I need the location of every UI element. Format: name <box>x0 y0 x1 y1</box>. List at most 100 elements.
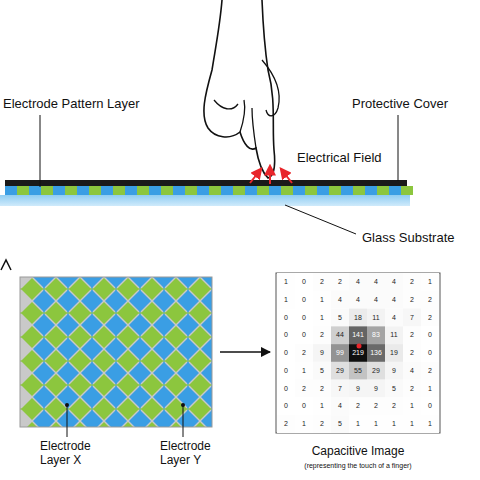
table-cell: 4 <box>403 362 421 380</box>
cell-shade <box>295 415 313 433</box>
table-cell: 5 <box>331 415 349 433</box>
cell-shade <box>367 380 385 398</box>
table-cell: 1 <box>403 397 421 415</box>
table-cell: 0 <box>277 309 295 327</box>
cell-shade <box>313 397 331 415</box>
table-cell: 1 <box>295 362 313 380</box>
cell-shade <box>313 273 331 291</box>
cell-shade <box>403 362 421 380</box>
table-cell: 4 <box>367 273 385 291</box>
field-arrow <box>269 166 271 184</box>
table-cell: 136 <box>367 344 385 362</box>
electrode-segment <box>317 186 329 195</box>
cell-shade <box>295 291 313 309</box>
electrode-segment <box>5 186 17 195</box>
cell-shade <box>403 291 421 309</box>
table-cell: 19 <box>385 344 403 362</box>
table-cell: 2 <box>313 326 331 344</box>
table-cell: 4 <box>349 291 367 309</box>
electrode-segment <box>125 186 137 195</box>
cell-shade <box>385 380 403 398</box>
table-cell: 2 <box>403 326 421 344</box>
cell-shade <box>385 362 403 380</box>
electrode-grid: Electrode Layer XElectrode Layer Y <box>20 277 215 477</box>
electrode-segment <box>113 186 125 195</box>
table-cell: 29 <box>331 362 349 380</box>
cell-shade <box>403 309 421 327</box>
cell-shade <box>331 415 349 433</box>
table-cell: 1 <box>421 273 439 291</box>
table-cell: 2 <box>403 380 421 398</box>
cell-shade <box>403 273 421 291</box>
electrode-segment <box>365 186 377 195</box>
table-cell: 1 <box>385 415 403 433</box>
table-cell: 0 <box>295 291 313 309</box>
table-cell: 1 <box>313 309 331 327</box>
cell-shade <box>349 309 367 327</box>
table-cell: 0 <box>295 309 313 327</box>
cell-shade <box>367 309 385 327</box>
cell-shade <box>421 362 439 380</box>
electrode-diamond <box>189 422 211 427</box>
cell-shade <box>349 326 367 344</box>
hand <box>204 0 275 178</box>
table-cell: 0 <box>295 326 313 344</box>
cell-shade <box>385 273 403 291</box>
electrode-segment <box>41 186 53 195</box>
table-cell: 0 <box>295 273 313 291</box>
cell-shade <box>385 291 403 309</box>
table-cell: 1 <box>367 415 385 433</box>
cell-shade <box>385 415 403 433</box>
table-cell: 2 <box>295 380 313 398</box>
leader-line <box>40 115 41 187</box>
table-cell: 2 <box>385 397 403 415</box>
cell-shade <box>367 415 385 433</box>
electrode-segment <box>209 186 221 195</box>
cell-shade <box>313 380 331 398</box>
cell-shade <box>367 397 385 415</box>
table-cell: 2 <box>421 291 439 309</box>
cell-shade <box>349 397 367 415</box>
electrode-segment <box>389 186 401 195</box>
table-cell: 2 <box>313 273 331 291</box>
cell-shade <box>385 397 403 415</box>
leader-line <box>183 405 184 437</box>
table-cell: 2 <box>295 344 313 362</box>
electrode-segment <box>245 186 257 195</box>
cell-shade <box>331 344 349 362</box>
cell-shade <box>277 291 295 309</box>
electrode-diamond <box>165 422 187 427</box>
leader-dot <box>65 403 69 407</box>
electrode-segment <box>77 186 89 195</box>
cell-shade <box>421 380 439 398</box>
table-cell: 9 <box>313 344 331 362</box>
table-cell: 1 <box>421 415 439 433</box>
table-cell: 2 <box>313 380 331 398</box>
electrode-segment <box>101 186 113 195</box>
electrode-segment <box>305 186 317 195</box>
table-cell: 219 <box>349 344 367 362</box>
cell-shade <box>277 362 295 380</box>
cell-shade <box>331 380 349 398</box>
electrode-segment <box>257 186 269 195</box>
table-cell: 5 <box>313 362 331 380</box>
table-cell: 11 <box>367 309 385 327</box>
cell-shade <box>277 344 295 362</box>
electrode-segment <box>281 186 293 195</box>
table-cell: 4 <box>385 309 403 327</box>
cell-shade <box>421 326 439 344</box>
table-cell: 0 <box>277 380 295 398</box>
table-cell: 2 <box>331 273 349 291</box>
cell-shade <box>277 273 295 291</box>
node-title: Capacitive Image <box>276 445 440 459</box>
cell-shade <box>349 415 367 433</box>
field-arrow <box>281 169 292 183</box>
electrode-segment <box>185 186 197 195</box>
table-cell: 4 <box>385 273 403 291</box>
image-frame <box>276 273 440 433</box>
electrode-segment <box>149 186 161 195</box>
table-cell: 9 <box>367 380 385 398</box>
electrode-segment <box>401 186 413 195</box>
cell-shade <box>331 273 349 291</box>
